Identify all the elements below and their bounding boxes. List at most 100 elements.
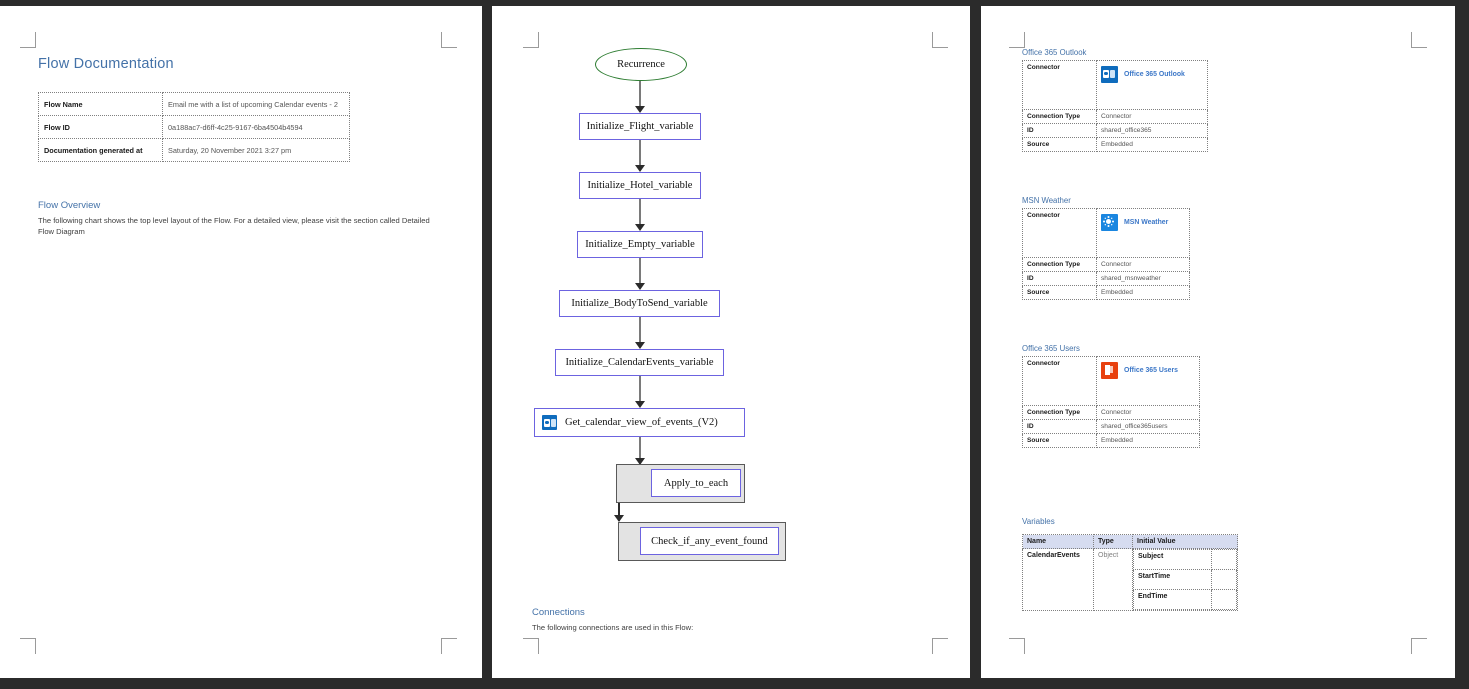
flow-node-initialize-flight-variable[interactable]: Initialize_Flight_variable [579,113,701,140]
initial-value-table: Subject StartTime EndTime [1133,549,1237,610]
crop-mark-bottom-left [1009,638,1025,654]
table-row: Subject [1133,549,1237,570]
flow-edge [639,376,642,404]
flow-edge [639,317,642,345]
flow-arrow [635,165,645,172]
document-page-1: Flow Documentation Flow Name Email me wi… [0,6,482,678]
flow-node-initialize-calendarevents-variable[interactable]: Initialize_CalendarEvents_variable [555,349,724,376]
flow-id-value: 0a188ac7-d6ff-4c25-9167-6ba4504b4594 [162,115,350,139]
table-row: Connector Office 365 Users [1022,356,1200,406]
flow-arrow [635,401,645,408]
initial-value-blank [1211,569,1237,590]
connections-section: Connections The following connections ar… [532,607,932,633]
crop-mark-top-left [523,32,539,48]
table-row: Connector Office 365 Outlook [1022,60,1208,110]
variables-table: Name Type Initial Value CalendarEvents O… [1022,534,1238,611]
flow-node-apply-to-each[interactable]: Apply_to_each [651,469,741,497]
crop-mark-top-right [932,32,948,48]
table-row: Source Embedded [1022,137,1208,152]
document-page-3: Office 365 Outlook Connector Office 365 … [981,6,1455,678]
col-header-initial-value: Initial Value [1132,534,1238,549]
flow-node-check-if-any-event-found[interactable]: Check_if_any_event_found [640,527,779,555]
connections-text: The following connections are used in th… [532,623,694,632]
flow-arrow [635,106,645,113]
flow-arrow [635,224,645,231]
connection-source-value: Embedded [1096,137,1208,152]
flow-edge [639,258,642,286]
connection-id-label: ID [1022,419,1097,434]
msn-weather-icon [1101,214,1118,231]
flow-edge [639,437,642,465]
connection-id-value: shared_msnweather [1096,271,1190,286]
connection-block-msn-weather: MSN Weather Connector MSN Weather Conn [1022,196,1208,300]
flow-node-initialize-hotel-variable[interactable]: Initialize_Hotel_variable [579,172,701,199]
connection-source-label: Source [1022,285,1097,300]
flow-edge [639,199,642,227]
table-row: ID shared_office365 [1022,123,1208,138]
connection-type-label: Connection Type [1022,257,1097,272]
connection-caption: Office 365 Outlook [1022,48,1087,57]
table-header-row: Name Type Initial Value [1022,534,1238,549]
flow-overview-section: Flow Overview The following chart shows … [38,200,438,237]
crop-mark-bottom-left [20,638,36,654]
crop-mark-top-right [1411,32,1427,48]
connection-type-label: Connection Type [1022,109,1097,124]
flow-node-get-calendar-view-of-events[interactable]: Get_calendar_view_of_events_(V2) [534,408,745,437]
col-header-type: Type [1093,534,1133,549]
connector-name: Office 365 Outlook [1124,71,1185,78]
variable-type: Object [1093,548,1133,611]
connection-id-label: ID [1022,123,1097,138]
table-row: Source Embedded [1022,433,1200,448]
connection-id-value: shared_office365users [1096,419,1200,434]
crop-mark-top-left [1009,32,1025,48]
variables-section: Variables Name Type Initial Value Calend… [1022,517,1242,611]
crop-mark-bottom-left [523,638,539,654]
crop-mark-top-right [441,32,457,48]
connection-caption: MSN Weather [1022,196,1071,205]
page-title: Flow Documentation [38,56,174,72]
table-row: Connection Type Connector [1022,257,1190,272]
connection-caption: Office 365 Users [1022,344,1080,353]
connection-table: Connector Office 365 Users Connection Ty… [1022,356,1200,448]
connector-label: Connector [1022,60,1097,110]
flow-overview-heading: Flow Overview [38,200,101,211]
table-row: Connection Type Connector [1022,109,1208,124]
connector-label: Connector [1022,356,1097,406]
connection-id-label: ID [1022,271,1097,286]
connection-type-label: Connection Type [1022,405,1097,420]
flow-edge [639,81,642,109]
table-row: Source Embedded [1022,285,1190,300]
office-365-outlook-icon [1101,66,1118,83]
crop-mark-bottom-right [1411,638,1427,654]
generated-at-value: Saturday, 20 November 2021 3:27 pm [162,138,350,162]
table-row: Flow Name Email me with a list of upcomi… [38,92,350,116]
crop-mark-bottom-right [441,638,457,654]
connector-logo-cell: Office 365 Users [1096,356,1200,406]
connection-type-value: Connector [1096,109,1208,124]
flow-arrow [614,515,624,522]
initial-value-blank [1211,589,1237,610]
flow-node-initialize-bodytosend-variable[interactable]: Initialize_BodyToSend_variable [559,290,720,317]
connector-label: Connector [1022,208,1097,258]
flow-edge [639,140,642,168]
connections-heading: Connections [532,607,585,618]
crop-mark-bottom-right [932,638,948,654]
flow-node-initialize-empty-variable[interactable]: Initialize_Empty_variable [577,231,703,258]
flow-arrow [635,342,645,349]
table-row: StartTime [1133,569,1237,590]
flow-diagram: Recurrence Initialize_Flight_variable In… [492,6,970,606]
connection-block-office-365-outlook: Office 365 Outlook Connector Office 365 … [1022,48,1222,152]
connector-logo-cell: MSN Weather [1096,208,1190,258]
table-row: EndTime [1133,589,1237,610]
flow-node-recurrence[interactable]: Recurrence [595,48,687,81]
table-row: Connection Type Connector [1022,405,1200,420]
table-row: ID shared_office365users [1022,419,1200,434]
generated-at-label: Documentation generated at [38,138,163,162]
flow-edge [618,503,621,521]
flow-overview-text: The following chart shows the top level … [38,216,430,236]
initial-value-key: Subject [1133,549,1212,570]
flow-info-table: Flow Name Email me with a list of upcomi… [38,92,350,162]
connection-source-value: Embedded [1096,285,1190,300]
office-365-outlook-icon [542,415,557,430]
connection-id-value: shared_office365 [1096,123,1208,138]
